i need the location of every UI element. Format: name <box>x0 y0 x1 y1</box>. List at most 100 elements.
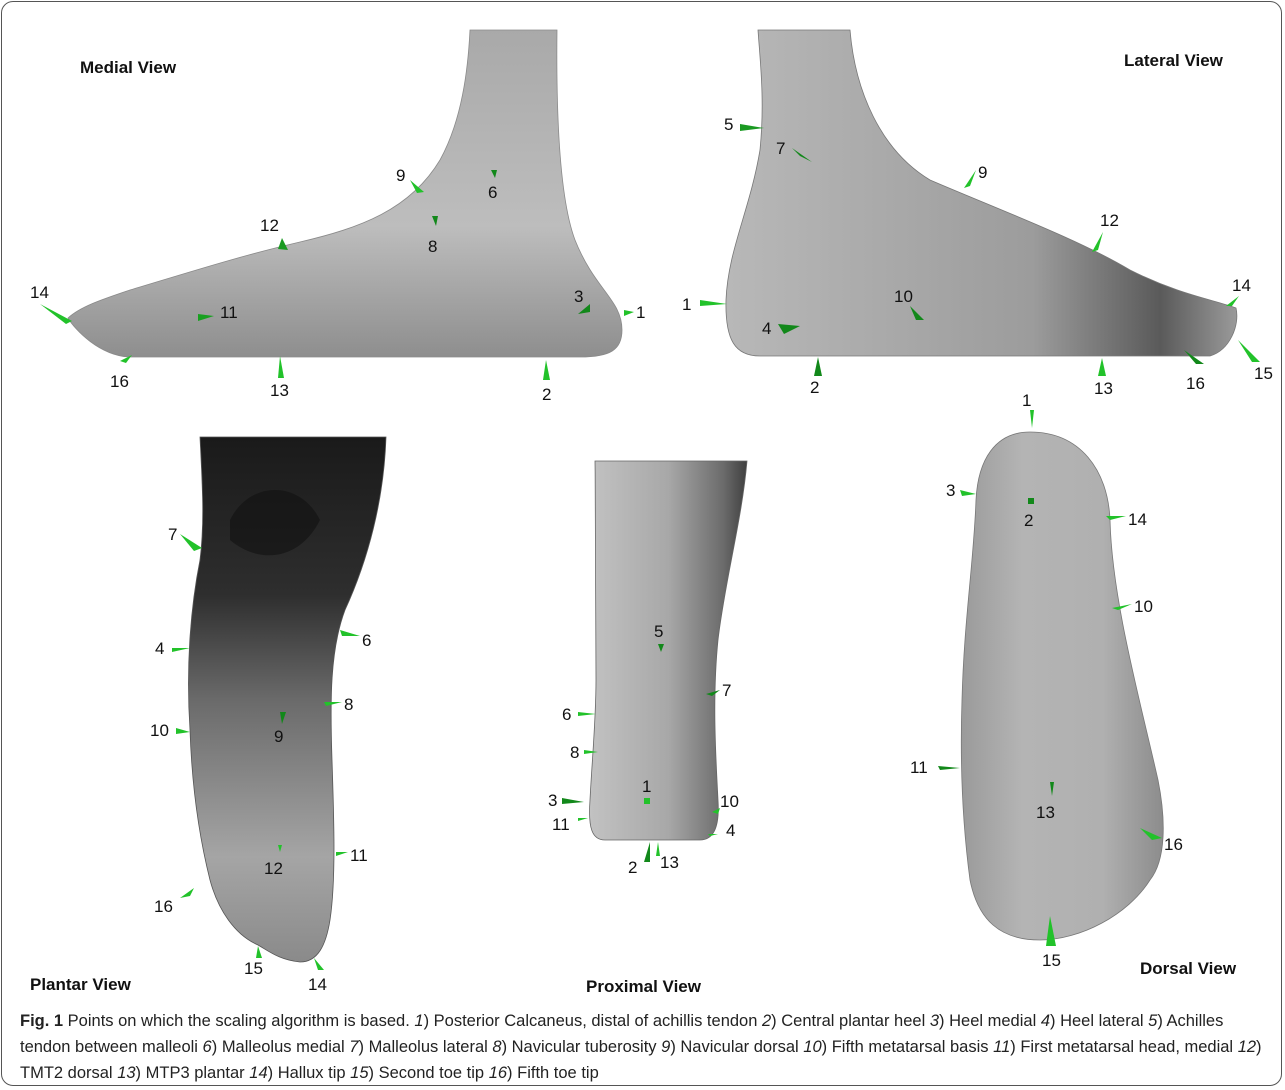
plantar-label-14: 14 <box>308 975 327 994</box>
proximal-marker-1 <box>644 798 650 804</box>
caption-item-text: ) Heel medial <box>939 1012 1041 1030</box>
plantar-label-7: 7 <box>168 525 177 544</box>
caption-item-text: ) Posterior Calcaneus, distal of achilli… <box>424 1012 762 1030</box>
proximal-label-1: 1 <box>642 777 651 796</box>
plantar-view-title: Plantar View <box>30 975 132 994</box>
caption-item-number: 14 <box>249 1064 267 1082</box>
proximal-label-10: 10 <box>720 792 739 811</box>
proximal-view-title: Proximal View <box>586 977 702 996</box>
plantar-marker-15 <box>256 946 262 958</box>
proximal-marker-6 <box>578 712 596 716</box>
medial-label-13: 13 <box>270 381 289 400</box>
medial-marker-12 <box>278 238 288 250</box>
caption-item-number: 9 <box>661 1038 670 1056</box>
proximal-marker-11 <box>578 818 588 821</box>
dorsal-foot-model <box>961 432 1163 940</box>
caption-item-number: 1 <box>414 1012 423 1030</box>
proximal-marker-3 <box>562 798 584 804</box>
medial-label-9: 9 <box>396 166 405 185</box>
lateral-label-15: 15 <box>1254 364 1273 383</box>
proximal-label-13: 13 <box>660 853 679 872</box>
lateral-marker-1 <box>700 300 727 306</box>
caption-item-text: ) First metatarsal head, medial <box>1010 1038 1237 1056</box>
lateral-label-7: 7 <box>776 139 785 158</box>
proximal-label-8: 8 <box>570 743 579 762</box>
plantar-label-8: 8 <box>344 695 353 714</box>
plantar-label-4: 4 <box>155 639 164 658</box>
lateral-label-14: 14 <box>1232 276 1251 295</box>
dorsal-label-14: 14 <box>1128 510 1147 529</box>
caption-item-text: ) MTP3 plantar <box>136 1064 250 1082</box>
plantar-label-9: 9 <box>274 727 283 746</box>
dorsal-view-title: Dorsal View <box>1140 959 1237 978</box>
dorsal-label-2: 2 <box>1024 511 1033 530</box>
lateral-label-2: 2 <box>810 378 819 397</box>
caption-item-text: ) Malleolus medial <box>212 1038 350 1056</box>
dorsal-label-16: 16 <box>1164 835 1183 854</box>
medial-label-12: 12 <box>260 216 279 235</box>
medial-view-panel: Medial View 14 11 16 13 12 9 6 8 3 1 2 <box>30 30 645 404</box>
proximal-label-4: 4 <box>726 821 735 840</box>
caption-item-text: ) Fifth metatarsal basis <box>822 1038 993 1056</box>
lateral-label-9: 9 <box>978 163 987 182</box>
dorsal-label-10: 10 <box>1134 597 1153 616</box>
dorsal-label-3: 3 <box>946 481 955 500</box>
medial-foot-model <box>68 30 622 357</box>
proximal-label-6: 6 <box>562 705 571 724</box>
lateral-marker-13 <box>1098 358 1106 376</box>
plantar-label-15: 15 <box>244 959 263 978</box>
plantar-marker-6 <box>340 630 360 636</box>
plantar-marker-4 <box>172 648 190 652</box>
medial-label-6: 6 <box>488 183 497 202</box>
lateral-marker-9 <box>964 170 976 188</box>
caption-item-number: 4 <box>1041 1012 1050 1030</box>
lateral-marker-2 <box>814 357 822 376</box>
proximal-label-2: 2 <box>628 858 637 877</box>
caption-item-text: ) Second toe tip <box>369 1064 489 1082</box>
lateral-label-16: 16 <box>1186 374 1205 393</box>
medial-marker-2 <box>543 360 550 380</box>
plantar-label-6: 6 <box>362 631 371 650</box>
lateral-label-1: 1 <box>682 295 691 314</box>
dorsal-marker-11 <box>938 766 960 770</box>
caption-item-number: 15 <box>350 1064 368 1082</box>
lateral-label-5: 5 <box>724 115 733 134</box>
lateral-label-4: 4 <box>762 319 771 338</box>
caption-item-text: ) Malleolus lateral <box>358 1038 492 1056</box>
proximal-marker-2 <box>644 842 650 862</box>
plantar-label-16: 16 <box>154 897 173 916</box>
proximal-label-11: 11 <box>552 815 570 834</box>
medial-label-14: 14 <box>30 283 49 302</box>
caption-item-text: ) Navicular dorsal <box>670 1038 803 1056</box>
dorsal-label-13: 13 <box>1036 803 1055 822</box>
lateral-foot-model <box>726 30 1237 356</box>
figure-caption: Fig. 1 Points on which the scaling algor… <box>20 1008 1265 1086</box>
plantar-label-12: 12 <box>264 859 283 878</box>
lateral-label-10: 10 <box>894 287 913 306</box>
plantar-view-panel: Plantar View 7 4 6 10 8 9 12 11 16 15 14 <box>30 437 386 994</box>
caption-intro: Points on which the scaling algorithm is… <box>63 1012 414 1030</box>
figure-illustration: Medial View 14 11 16 13 12 9 6 8 3 1 2 <box>0 0 1285 1000</box>
medial-label-1: 1 <box>636 303 645 322</box>
medial-label-3: 3 <box>574 287 583 306</box>
caption-item-text: ) Fifth toe tip <box>507 1064 599 1082</box>
caption-item-text: ) Hallux tip <box>268 1064 351 1082</box>
caption-item-number: 3 <box>930 1012 939 1030</box>
plantar-marker-16 <box>180 888 194 898</box>
dorsal-label-1: 1 <box>1022 391 1031 410</box>
medial-label-2: 2 <box>542 385 551 404</box>
proximal-foot-model <box>590 461 747 840</box>
plantar-marker-14 <box>314 958 324 970</box>
proximal-label-7: 7 <box>722 681 731 700</box>
lateral-marker-14 <box>1226 296 1239 306</box>
caption-item-number: 13 <box>117 1064 135 1082</box>
caption-item-number: 6 <box>203 1038 212 1056</box>
caption-item-text: ) Heel lateral <box>1050 1012 1148 1030</box>
plantar-label-10: 10 <box>150 721 169 740</box>
caption-item-number: 16 <box>489 1064 507 1082</box>
caption-item-text: ) Central plantar heel <box>771 1012 930 1030</box>
caption-item-number: 5 <box>1148 1012 1157 1030</box>
plantar-marker-8 <box>324 702 342 706</box>
caption-item-text: ) Navicular tuberosity <box>502 1038 662 1056</box>
proximal-label-5: 5 <box>654 622 663 641</box>
